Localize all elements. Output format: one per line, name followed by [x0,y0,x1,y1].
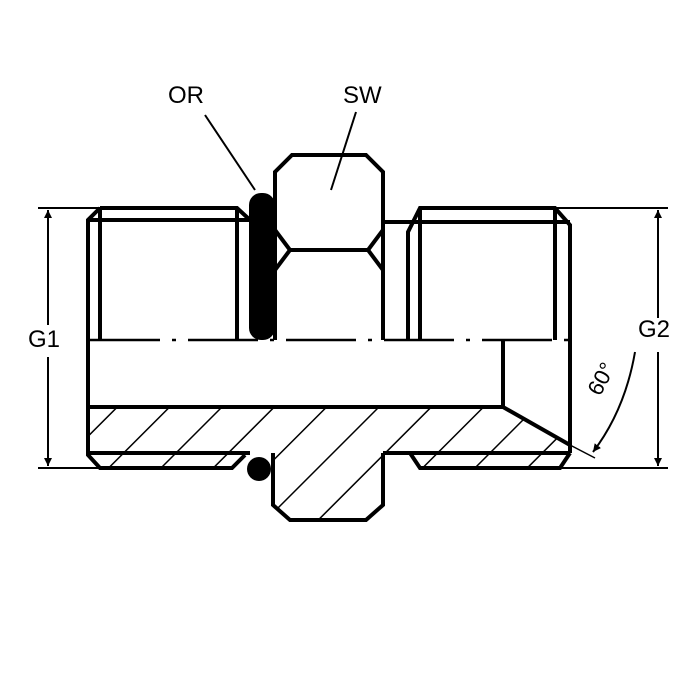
g1-label: G1 [28,326,61,353]
angle-arc [592,351,636,453]
or-leader-line [204,114,256,191]
o-ring-seal [249,193,275,340]
hex-body [271,153,385,522]
cone-extension-line [569,444,596,459]
sw-leader-line [330,111,357,191]
or-label: OR [168,82,204,109]
bore [88,340,571,447]
sw-label: SW [343,82,382,109]
o-ring-section [247,457,271,481]
g2-dimension [555,207,668,469]
g1-dimension [38,207,100,469]
right-thread [383,206,572,470]
g2-label: G2 [638,316,671,343]
section-hatch [88,407,570,520]
